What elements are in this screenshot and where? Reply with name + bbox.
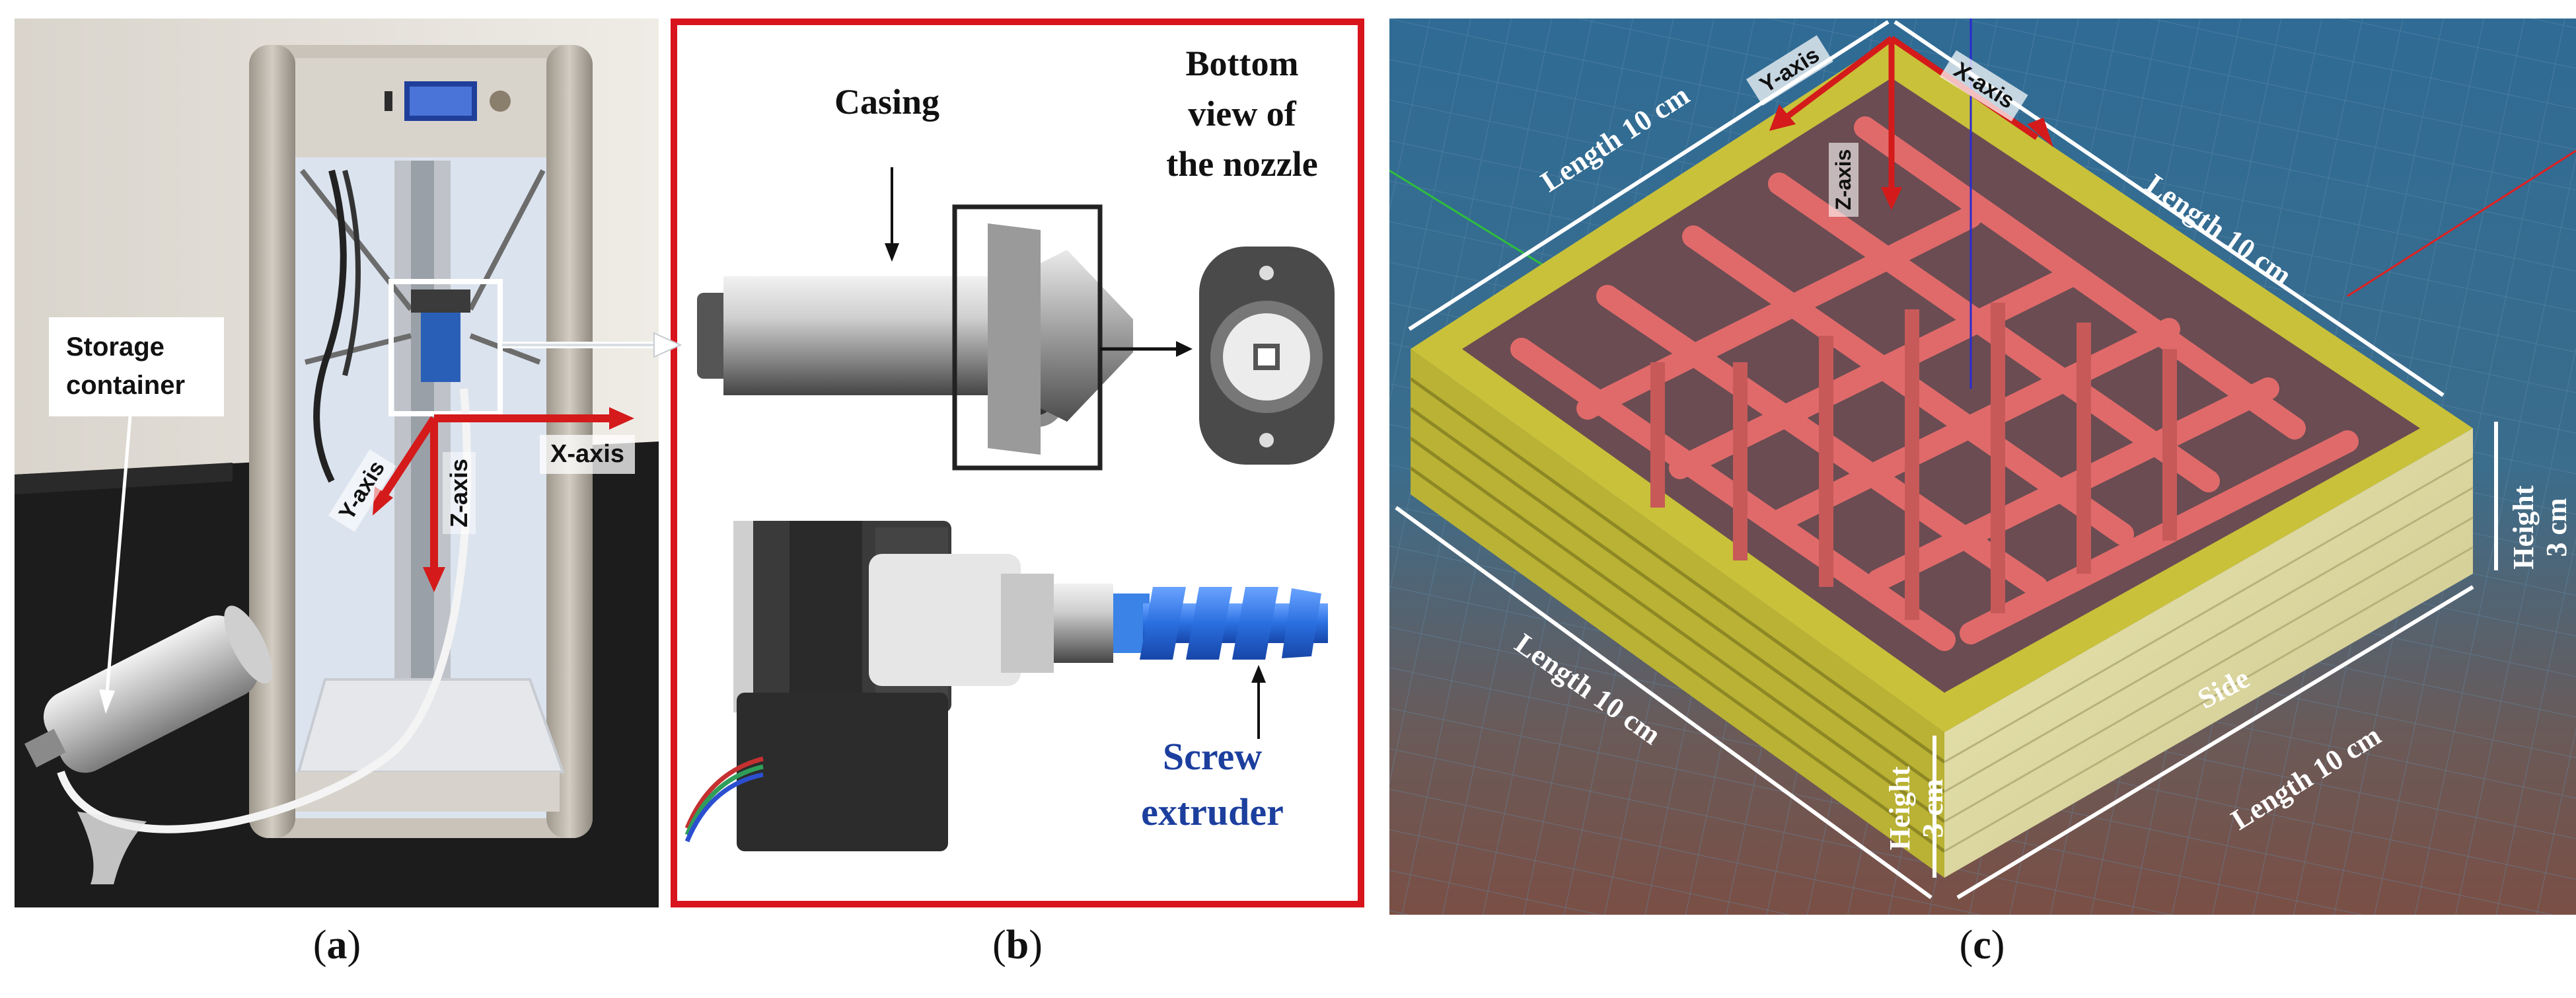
caption-c-letter: c bbox=[1973, 923, 1991, 968]
height-front-label: Height 3 cm bbox=[1884, 736, 1950, 881]
nozzle-bottom-view-label: Bottom view of the nozzle bbox=[1126, 38, 1358, 189]
screw-label-line2: extruder bbox=[1141, 790, 1284, 833]
caption-a-letter: a bbox=[326, 923, 348, 968]
storage-container-label: Storage container bbox=[49, 317, 224, 416]
zoom-connector-arrow bbox=[502, 332, 682, 358]
height-front-line2: 3 cm bbox=[1917, 779, 1949, 838]
caption-b-close: ) bbox=[1029, 923, 1043, 968]
panel-a-printer-photo: Storage container X-axis Z-axis Y-axis bbox=[15, 19, 659, 907]
caption-a-open: ( bbox=[313, 923, 327, 968]
x-axis-label: X-axis bbox=[540, 435, 635, 474]
printer-photo-illustration bbox=[15, 19, 659, 907]
nozzle-label-line1: Bottom bbox=[1185, 44, 1299, 83]
height-right-line1: Height bbox=[2507, 485, 2540, 570]
height-front-line1: Height bbox=[1884, 766, 1916, 851]
nozzle-label-line3: the nozzle bbox=[1166, 144, 1318, 184]
extruder-illustration bbox=[671, 19, 1364, 907]
print-model-render bbox=[1389, 19, 2576, 915]
screw-label-line1: Screw bbox=[1162, 735, 1263, 778]
storage-label-line1: Storage bbox=[66, 332, 165, 362]
storage-pointer-arrow bbox=[99, 407, 634, 714]
screw-extruder-label: Screw extruder bbox=[1107, 729, 1318, 840]
caption-c-close: ) bbox=[1991, 923, 2005, 968]
caption-a-close: ) bbox=[347, 923, 361, 968]
nozzle-label-line2: view of bbox=[1188, 94, 1296, 134]
height-right-label: Height 3 cm bbox=[2507, 455, 2573, 600]
nozzle-highlight-box bbox=[952, 204, 1103, 471]
caption-b-open: ( bbox=[992, 923, 1006, 968]
caption-b-letter: b bbox=[1006, 923, 1029, 968]
z-axis-label: Z-axis bbox=[443, 451, 476, 534]
height-right-line2: 3 cm bbox=[2540, 498, 2573, 557]
storage-label-line2: container bbox=[66, 371, 186, 400]
caption-a: (a) bbox=[313, 922, 361, 969]
panel-b-extruder-parts: Casing Bottom view of the nozzle Screw e… bbox=[671, 19, 1364, 907]
caption-c-open: ( bbox=[1959, 923, 1973, 968]
screw-extruder-auger bbox=[1140, 587, 1328, 660]
casing-label: Casing bbox=[834, 82, 940, 122]
caption-c: (c) bbox=[1960, 922, 2005, 969]
panel-c-print-model: Y-axis X-axis Z-axis Length 10 cm Length… bbox=[1389, 19, 2576, 915]
c-z-axis-label: Z-axis bbox=[1829, 142, 1858, 217]
caption-b: (b) bbox=[992, 922, 1043, 969]
